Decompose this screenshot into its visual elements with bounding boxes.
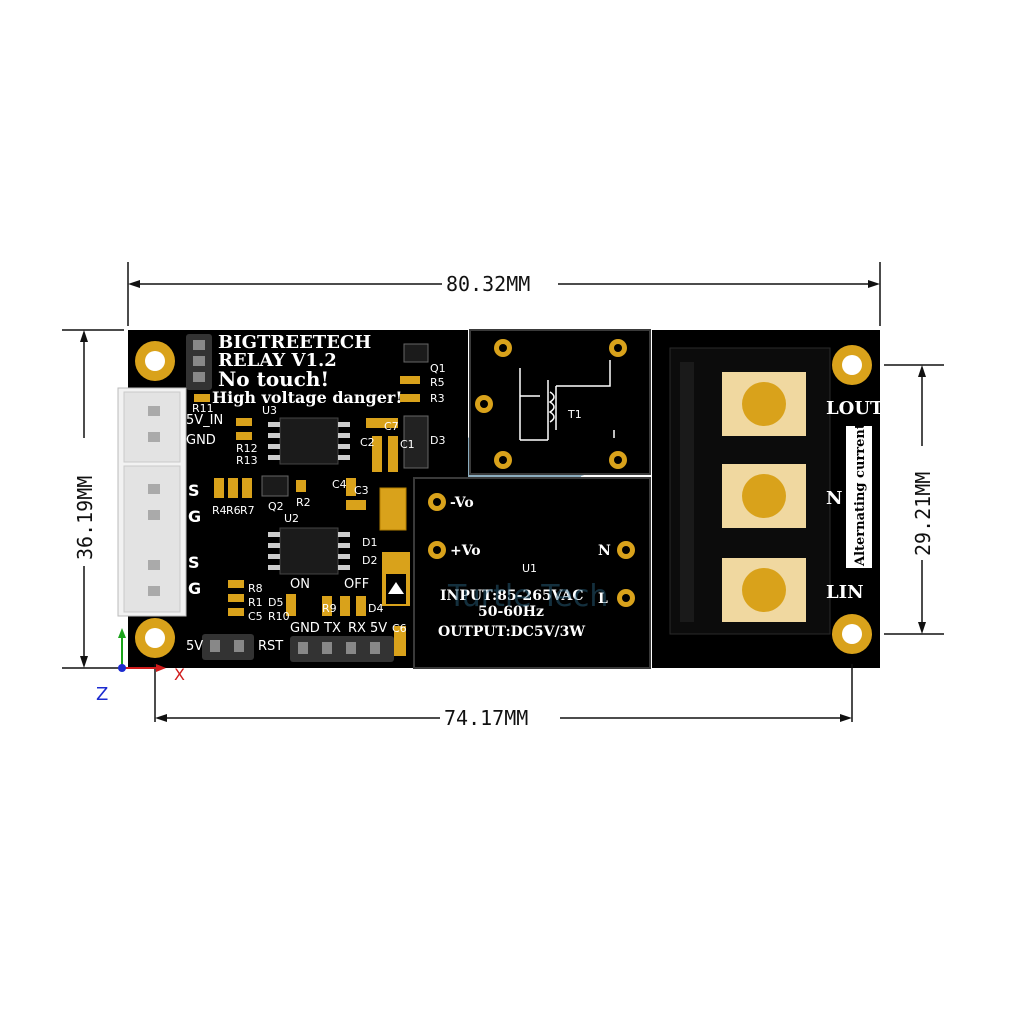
- label-lout: LOUT: [826, 398, 884, 419]
- svg-text:U2: U2: [284, 512, 299, 525]
- mounting-hole-top-left: [135, 341, 175, 381]
- mounting-hole-bottom-left: [135, 618, 175, 658]
- svg-text:U1: U1: [522, 562, 537, 575]
- svg-text:C2: C2: [360, 436, 375, 449]
- pcb-power-module: [413, 477, 651, 669]
- label-gnd: GND: [186, 433, 216, 448]
- mounting-hole-bottom-right: [832, 614, 872, 654]
- svg-text:D2: D2: [362, 554, 377, 567]
- dimension-right: [884, 364, 944, 635]
- power-module-pads: [428, 493, 635, 607]
- svg-text:C1: C1: [400, 438, 415, 451]
- label-output-spec: OUTPUT:DC5V/3W: [438, 624, 585, 640]
- model-label: RELAY V1.2: [218, 350, 337, 371]
- svg-text:U3: U3: [262, 404, 277, 417]
- label-uart-gnd: GND: [290, 621, 320, 636]
- svg-text:R3: R3: [430, 392, 445, 405]
- label-5v-2: 5V: [370, 621, 387, 636]
- svg-text:R9: R9: [322, 602, 337, 615]
- label-s2: S: [188, 553, 200, 572]
- axis-x-label: X: [174, 665, 185, 684]
- transistor-q1: [403, 343, 429, 363]
- header-pins-top: [186, 334, 212, 390]
- svg-text:R10: R10: [268, 610, 290, 623]
- svg-text:R11: R11: [192, 402, 214, 415]
- svg-text:R12: R12: [236, 442, 258, 455]
- label-pos-vo: +Vo: [450, 543, 481, 559]
- svg-text:R1: R1: [248, 596, 263, 609]
- dimension-left: [62, 329, 124, 669]
- transistor-q2: [261, 475, 289, 497]
- svg-text:D1: D1: [362, 536, 377, 549]
- dimension-bottom-label: 74.17MM: [444, 706, 528, 730]
- label-5v: 5V: [186, 639, 203, 654]
- reference-designators: R11 U3 R12 R13 Q1 R5 R3 C7 C2 C1 D3 R4 R…: [192, 362, 582, 635]
- label-module-l: L: [598, 591, 608, 607]
- label-g1: G: [188, 507, 201, 526]
- label-neg-vo: -Vo: [450, 495, 474, 511]
- dimension-top-label: 80.32MM: [446, 272, 530, 296]
- svg-text:R7: R7: [240, 504, 255, 517]
- svg-text:R5: R5: [430, 376, 445, 389]
- dimension-right-label: 29.21MM: [911, 472, 935, 556]
- label-rst: RST: [258, 639, 283, 654]
- svg-text:R13: R13: [236, 454, 258, 467]
- diode-d2: [382, 552, 410, 606]
- svg-text:R4: R4: [212, 504, 227, 517]
- smd-components: [194, 376, 420, 656]
- watermark-text: Turtle Tech: [447, 579, 608, 614]
- dimension-left-label: 36.19MM: [73, 476, 97, 560]
- terminal-block: [669, 347, 831, 635]
- diode-d3: [403, 415, 429, 469]
- svg-text:T1: T1: [567, 408, 582, 421]
- axis-z-label: Z: [96, 684, 108, 705]
- svg-text:C7: C7: [384, 420, 399, 433]
- mounting-hole-top-right: [832, 345, 872, 385]
- svg-text:D5: D5: [268, 596, 283, 609]
- svg-text:C4: C4: [332, 478, 347, 491]
- alternating-current-label: Alternating current: [846, 423, 872, 568]
- svg-text:R6: R6: [226, 504, 241, 517]
- warning-danger: High voltage danger!: [212, 388, 402, 407]
- svg-text:C3: C3: [354, 484, 369, 497]
- warning-touch: No touch!: [218, 367, 329, 391]
- tantalum-cap: [379, 487, 407, 531]
- svg-text:Q2: Q2: [268, 500, 284, 513]
- header-pins-rst: [202, 634, 254, 660]
- dimension-bottom: [154, 664, 853, 722]
- label-g2: G: [188, 579, 201, 598]
- svg-text:C6: C6: [392, 622, 407, 635]
- label-input-spec: INPUT:85-265VAC: [440, 588, 583, 604]
- header-pins-uart: [290, 636, 394, 662]
- svg-text:D4: D4: [368, 602, 383, 615]
- svg-text:Q1: Q1: [430, 362, 446, 375]
- label-rx: RX: [348, 621, 366, 636]
- ic-u3: [268, 417, 350, 465]
- dimension-top: [127, 262, 881, 326]
- svg-text:Alternating current: Alternating current: [853, 423, 868, 567]
- label-off: OFF: [344, 577, 369, 592]
- svg-text:D3: D3: [430, 434, 445, 447]
- axis-gizmo: [118, 628, 166, 672]
- label-terminal-n: N: [826, 488, 842, 509]
- jst-connector: [117, 387, 187, 617]
- label-s1: S: [188, 481, 200, 500]
- label-on: ON: [290, 577, 310, 592]
- ic-u2: [268, 527, 350, 575]
- label-module-n: N: [598, 543, 611, 559]
- label-frequency: 50-60Hz: [478, 604, 544, 620]
- label-tx: TX: [323, 621, 341, 636]
- label-5v-in: 5V_IN: [186, 413, 223, 428]
- brand-label: BIGTREETECH: [218, 332, 371, 353]
- label-lin: LIN: [826, 582, 864, 603]
- transformer-t1: [475, 339, 627, 469]
- svg-text:C5: C5: [248, 610, 263, 623]
- svg-text:R2: R2: [296, 496, 311, 509]
- svg-text:R8: R8: [248, 582, 263, 595]
